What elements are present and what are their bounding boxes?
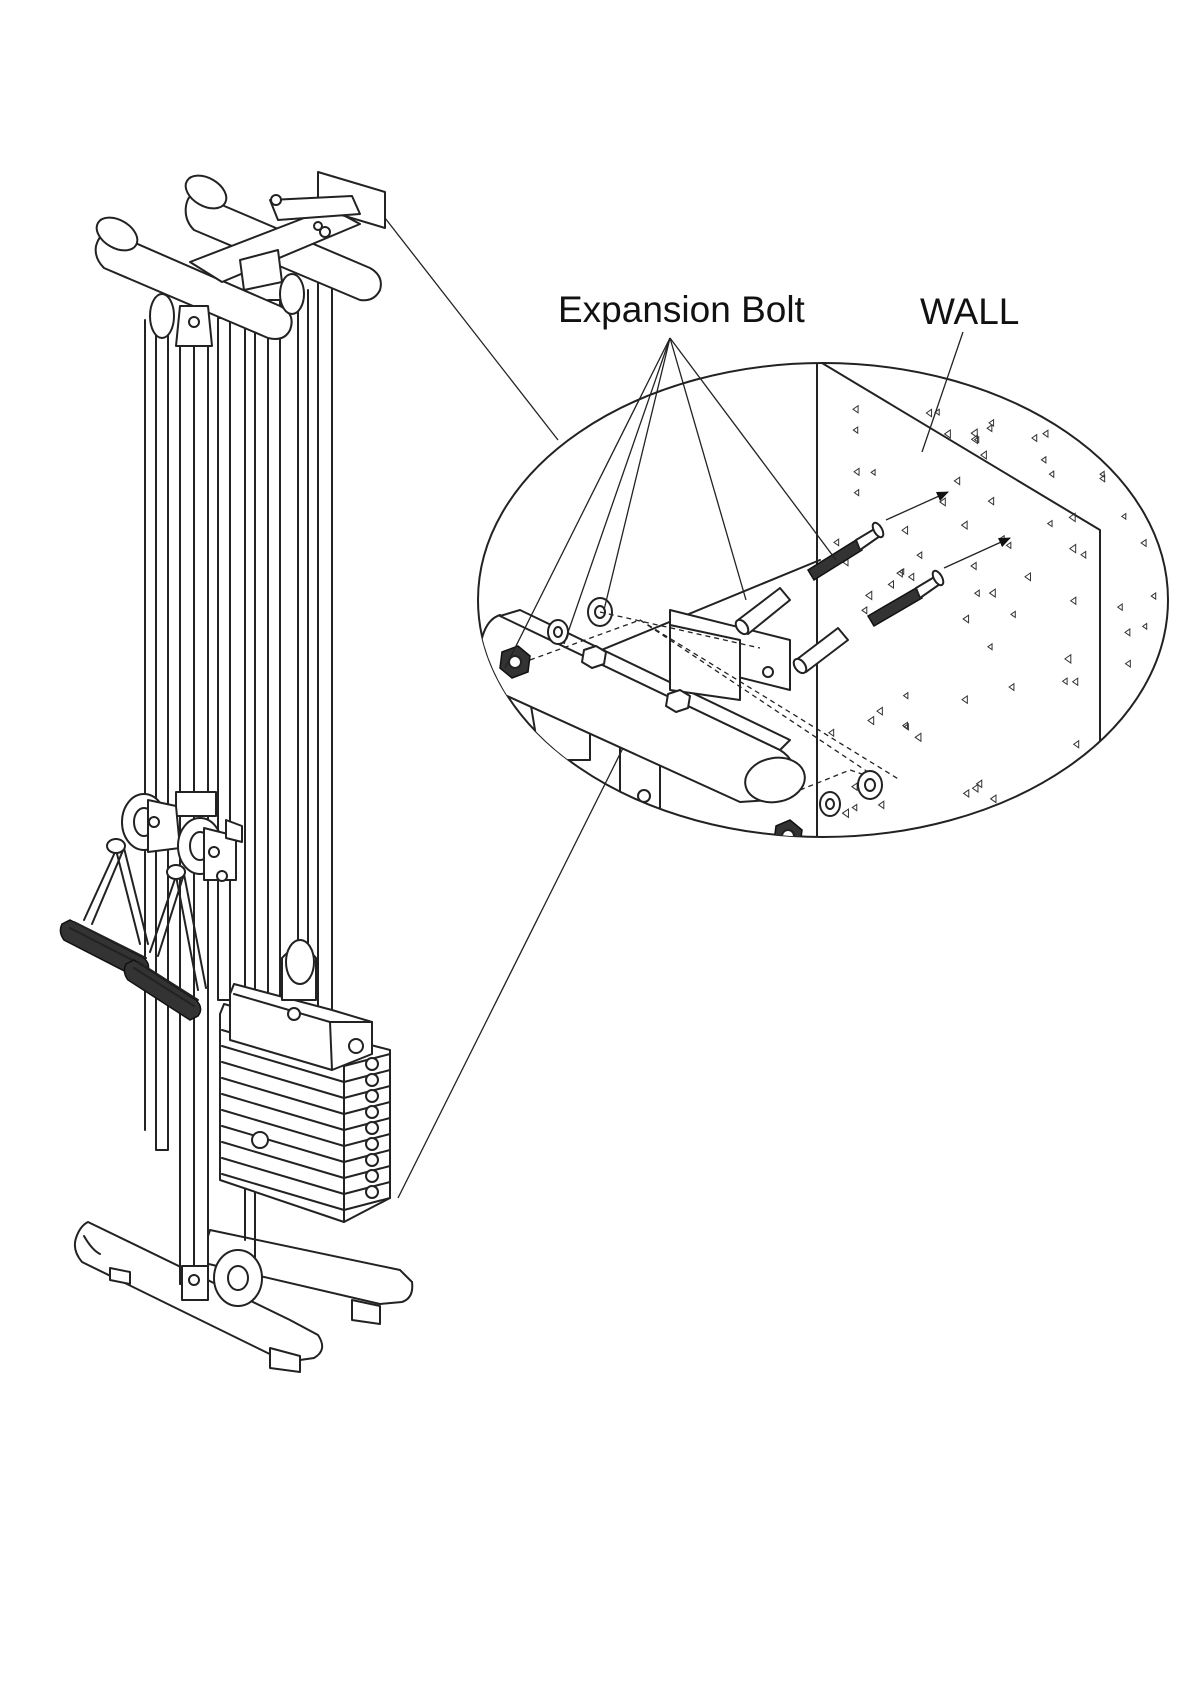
- wall-speckle-mark: [1065, 655, 1071, 663]
- wall-speckle-mark: [1032, 435, 1037, 442]
- wall-speckle-mark: [877, 707, 882, 715]
- wall-speckle-mark: [1071, 597, 1076, 604]
- wall-speckle-mark: [854, 468, 859, 475]
- detail-view: [478, 360, 1168, 860]
- wall-speckle-mark: [977, 821, 983, 829]
- wall-speckle-mark: [963, 615, 968, 623]
- wall-speckle-mark: [1153, 676, 1159, 684]
- wall-speckle-mark: [1123, 443, 1128, 450]
- label-leaders: [505, 332, 963, 668]
- wall-speckle-mark: [915, 733, 921, 741]
- wall-speckle-mark: [909, 573, 914, 580]
- wall-speckle-mark: [1070, 545, 1076, 553]
- wall-speckle-mark: [987, 425, 992, 432]
- wall-speckle-mark: [1011, 611, 1015, 617]
- wall-speckle-mark: [973, 784, 978, 792]
- wall-speckle-mark: [1151, 593, 1155, 599]
- wall-speckle-mark: [852, 783, 857, 790]
- wall-speckle-mark: [1143, 624, 1147, 630]
- wall-speckle-mark: [1141, 540, 1146, 547]
- wall-speckle-mark: [1153, 687, 1157, 693]
- wall-speckle-mark: [962, 696, 967, 703]
- wall-speckle-mark: [1048, 521, 1052, 527]
- wall-speckle-mark: [988, 497, 993, 504]
- wall-speckle-mark: [940, 498, 945, 506]
- wall-speckle-mark: [991, 795, 996, 802]
- wall-speckle-mark: [1043, 430, 1048, 437]
- wall-speckle-mark: [1049, 471, 1053, 477]
- wall-speckle-mark: [853, 406, 858, 413]
- wall-speckle-mark: [1025, 573, 1031, 581]
- wall-speckle-mark: [1009, 684, 1014, 691]
- wall-speckle-mark: [879, 801, 884, 808]
- wall-speckle-mark: [1125, 629, 1130, 636]
- wall-speckle-mark: [962, 521, 968, 529]
- wall-speckle-mark: [868, 717, 874, 725]
- wall-speckle-mark: [926, 409, 931, 416]
- wall-speckle-mark: [902, 526, 908, 534]
- wall-speckle-mark: [843, 809, 849, 817]
- wall-speckle-mark: [1122, 514, 1126, 520]
- wall-speckle-mark: [917, 552, 922, 558]
- wall-speckle-mark: [829, 729, 834, 736]
- wall-speckle-mark: [1041, 457, 1045, 463]
- wall-speckle-mark: [1007, 542, 1011, 548]
- wall-speckle-mark: [964, 790, 969, 797]
- wall-speckle-mark: [900, 569, 904, 575]
- wall-speckle-mark: [1100, 768, 1104, 774]
- wall-speckle-mark: [862, 607, 867, 614]
- wall-speckle-mark: [888, 581, 893, 588]
- wall-speckle-mark: [1081, 551, 1086, 558]
- wall-speckle-mark: [1063, 678, 1068, 684]
- wall-speckle-mark: [852, 804, 856, 810]
- wall-speckle-mark: [977, 780, 982, 787]
- wall-speckle-mark: [1138, 750, 1143, 757]
- wall-speckle-mark: [971, 562, 976, 569]
- wall-speckle-mark: [1119, 814, 1124, 821]
- wall-speckle-mark: [853, 427, 857, 433]
- top-frame: [91, 169, 385, 339]
- wall-speckle-mark: [1086, 799, 1091, 806]
- wall-speckle-mark: [854, 490, 858, 496]
- wall-speckle-mark: [990, 589, 996, 597]
- wall-label: WALL: [920, 291, 1019, 332]
- wall-speckle-mark: [975, 590, 980, 596]
- wall-speckle-mark: [1126, 660, 1131, 667]
- wall-speckle-mark: [834, 539, 839, 546]
- cable-machine: [60, 169, 412, 1372]
- wall-speckle-mark: [988, 644, 992, 650]
- wall-speckle-mark: [1074, 741, 1079, 748]
- wall-speckle-mark: [1146, 804, 1152, 812]
- wall-speckle-mark: [904, 693, 908, 699]
- wall-speckle-mark: [1073, 678, 1078, 685]
- wall-speckle-mark: [1118, 604, 1122, 610]
- detail-clipped-content: [480, 360, 1159, 860]
- wall-speckle-mark: [871, 470, 875, 476]
- expansion-bolt-label: Expansion Bolt: [558, 289, 806, 330]
- wall-speckle-mark: [866, 591, 872, 599]
- wall-speckle-mark: [954, 477, 959, 484]
